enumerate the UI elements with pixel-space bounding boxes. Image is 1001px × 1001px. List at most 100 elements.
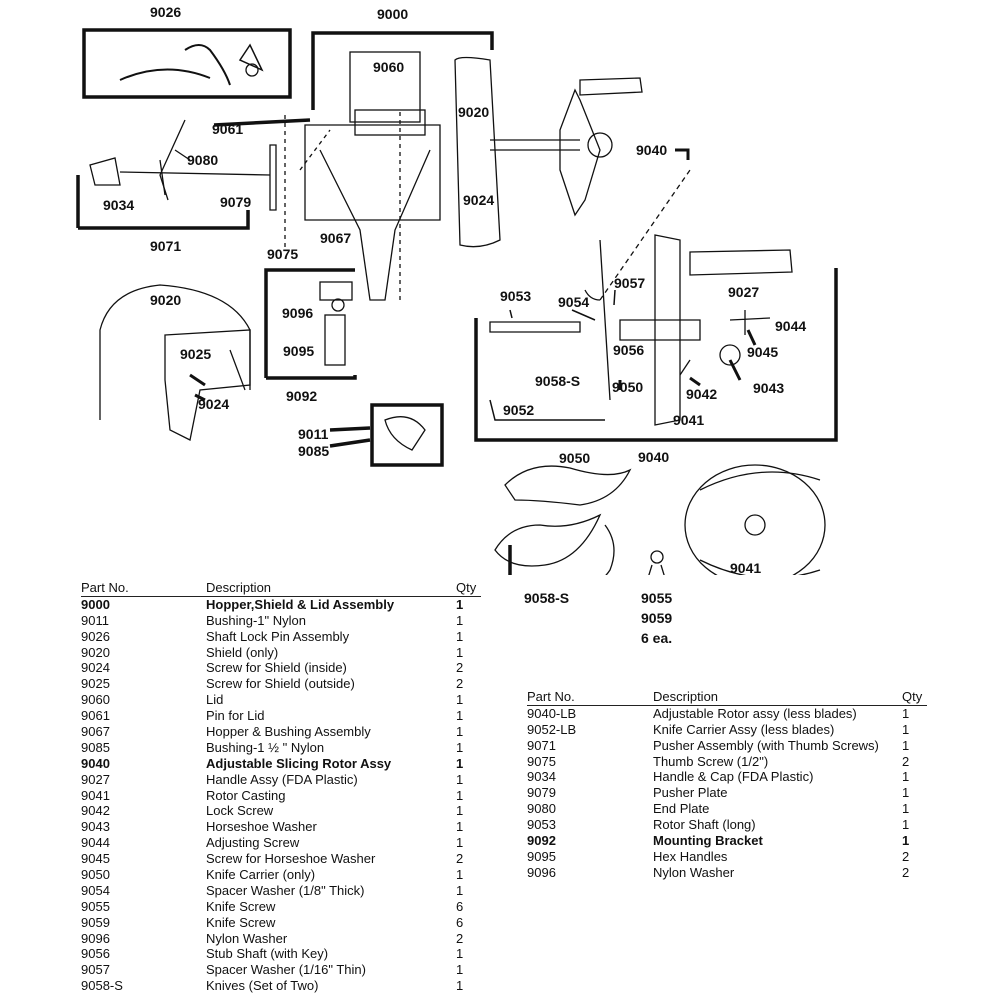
cell-description: Knife Screw (206, 898, 276, 914)
cell-part-no: 9045 (81, 851, 110, 867)
cell-qty: 1 (902, 801, 910, 817)
diagram-label: 9043 (753, 380, 784, 396)
diagram-label: 9061 (212, 121, 243, 137)
cell-qty: 1 (456, 946, 464, 962)
diagram-label: 9045 (747, 344, 778, 360)
cell-qty: 1 (456, 771, 464, 787)
cell-qty: 2 (456, 930, 464, 946)
diagram-label: 9040 (638, 449, 669, 465)
diagram-label: 9026 (150, 4, 181, 20)
cell-qty: 1 (902, 737, 910, 753)
cell-part-no: 9085 (81, 739, 110, 755)
cell-description: Thumb Screw (1/2") (653, 753, 769, 769)
cell-part-no: 9020 (81, 644, 110, 660)
cell-description: Adjusting Screw (206, 835, 300, 851)
cell-part-no: 9043 (81, 819, 110, 835)
cell-part-no: 9024 (81, 660, 110, 676)
table-header: Part No. Description Qty (527, 689, 927, 706)
cell-description: Hopper & Bushing Assembly (206, 724, 371, 740)
cell-part-no: 9095 (527, 848, 556, 864)
cell-part-no: 9042 (81, 803, 110, 819)
diagram-label: 9056 (613, 342, 644, 358)
cell-description: Screw for Horseshoe Washer (206, 851, 376, 867)
diagram-label: 9050 (559, 450, 590, 466)
diagram-label: 9011 (298, 426, 329, 442)
cell-part-no: 9044 (81, 835, 110, 851)
diagram-label: 9024 (463, 192, 494, 208)
cell-description: Pusher Assembly (with Thumb Screws) (653, 737, 879, 753)
header-part-no: Part No. (81, 580, 129, 595)
diagram-label: 9085 (298, 443, 329, 459)
cell-description: Mounting Bracket (653, 833, 763, 849)
cell-qty: 1 (456, 787, 464, 803)
cell-part-no: 9053 (527, 817, 556, 833)
cell-part-no: 9058-S (81, 978, 123, 994)
cell-part-no: 9027 (81, 771, 110, 787)
diagram-label: 9052 (503, 402, 534, 418)
cell-description: Knife Screw (206, 914, 276, 930)
diagram-label: 9058-S (535, 373, 580, 389)
cell-part-no: 9052-LB (527, 721, 577, 737)
cell-qty: 2 (456, 676, 464, 692)
cell-part-no: 9025 (81, 676, 110, 692)
cell-description: Adjustable Rotor assy (less blades) (653, 705, 857, 721)
cell-description: Pusher Plate (653, 785, 728, 801)
table-row: 9060 Lid 1 (81, 692, 481, 708)
diagram-label: 9060 (373, 59, 404, 75)
cell-part-no: 9079 (527, 785, 556, 801)
cell-part-no: 9055 (81, 898, 110, 914)
cell-part-no: 9075 (527, 753, 556, 769)
cell-qty: 1 (456, 755, 464, 771)
header-description: Description (206, 580, 272, 595)
diagram-label: 9067 (320, 230, 351, 246)
cell-description: Lock Screw (206, 803, 274, 819)
cell-part-no: 9000 (81, 596, 110, 612)
cell-description: Knives (Set of Two) (206, 978, 319, 994)
cell-description: Lid (206, 692, 224, 708)
cell-qty: 2 (902, 753, 910, 769)
diagram-label: 9059 (641, 610, 673, 626)
diagram-label: 9079 (220, 194, 251, 210)
cell-qty: 1 (456, 724, 464, 740)
cell-description: Knife Carrier (only) (206, 867, 316, 883)
cell-description: End Plate (653, 801, 710, 817)
cell-description: Nylon Washer (206, 930, 288, 946)
cell-description: Horseshoe Washer (206, 819, 317, 835)
table-header: Part No. Description Qty (81, 580, 481, 597)
cell-part-no: 9060 (81, 692, 110, 708)
cell-part-no: 9056 (81, 946, 110, 962)
cell-qty: 6 (456, 914, 464, 930)
cell-description: Handle Assy (FDA Plastic) (206, 771, 358, 787)
cell-qty: 1 (456, 596, 464, 612)
cell-part-no: 9061 (81, 708, 110, 724)
cell-qty: 1 (456, 708, 464, 724)
cell-description: Screw for Shield (inside) (206, 660, 347, 676)
cell-part-no: 9026 (81, 628, 110, 644)
diagram-label: 9096 (282, 305, 313, 321)
cell-qty: 1 (456, 739, 464, 755)
cell-description: Hex Handles (653, 848, 728, 864)
cell-part-no: 9096 (81, 930, 110, 946)
cell-part-no: 9067 (81, 724, 110, 740)
cell-qty: 1 (902, 833, 910, 849)
cell-description: Hopper,Shield & Lid Assembly (206, 596, 395, 612)
cell-qty: 1 (456, 692, 464, 708)
table-row: 9075 Thumb Screw (1/2") 2 (527, 754, 927, 770)
cell-part-no: 9034 (527, 769, 556, 785)
diagram-label: 9000 (377, 6, 408, 22)
